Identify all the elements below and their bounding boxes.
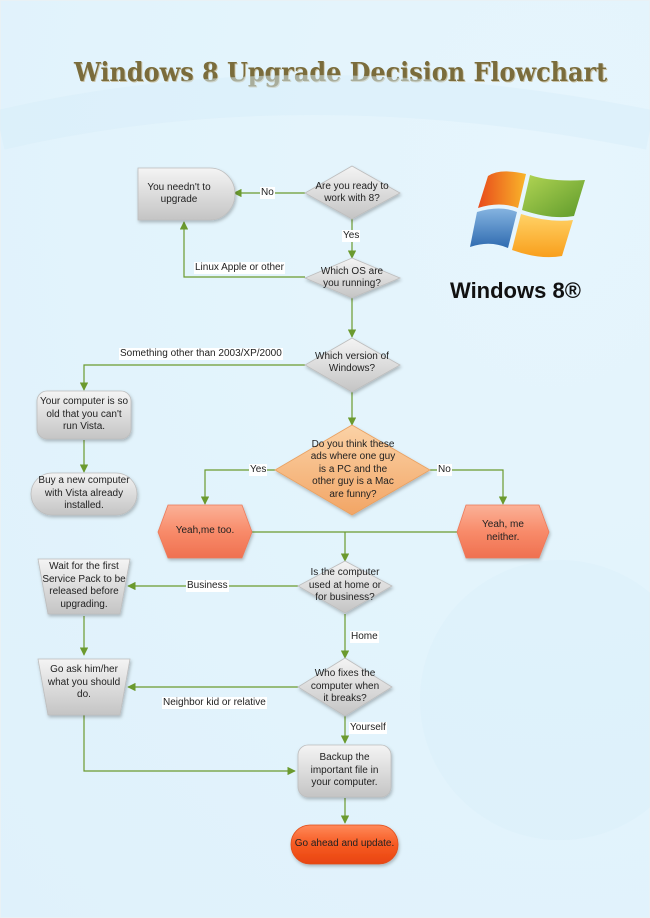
edge-label-business: Business [186, 580, 229, 592]
edge-label-linux: Linux Apple or other [194, 262, 285, 274]
node-no-need [137, 167, 236, 221]
node-too-old-text: Your computer is so old that you can't r… [40, 396, 129, 433]
node-wait-sp-text: Wait for the first Service Pack to be re… [42, 561, 126, 610]
edge-label-yes: Yes [342, 230, 361, 242]
node-which-version [304, 337, 401, 393]
node-backup [297, 744, 392, 798]
node-ads-funny-text: Do you think these ads where one guy is … [310, 438, 396, 500]
node-buy-new-text: Buy a new computer with Vista already in… [38, 475, 130, 512]
node-too-old [36, 390, 132, 440]
node-yeah-neither-text: Yeah, me neither. [482, 519, 524, 543]
node-buy-new [30, 472, 138, 516]
node-who-fixes [297, 657, 393, 717]
node-yeah-too-text: Yeah,me too. [175, 525, 235, 537]
background-swoosh [0, 75, 650, 150]
node-go-ahead-text: Go ahead and update. [294, 838, 395, 850]
node-home-business [297, 560, 393, 614]
node-which-os-text: Which OS are you running? [320, 265, 384, 290]
edge-label-ads-no: No [437, 464, 452, 476]
node-home-business-text: Is the computer used at home or for busi… [308, 567, 382, 604]
node-which-version-text: Which version of Windows? [315, 350, 389, 375]
node-ready-text: Are you ready to work with 8? [315, 180, 389, 205]
edge-label-neighbor: Neighbor kid or relative [162, 697, 267, 709]
node-go-ask [37, 658, 131, 716]
edge-os-other [179, 221, 305, 278]
edge-ads-no [430, 469, 508, 505]
node-ready [304, 165, 401, 220]
node-no-need-text: You needn't to upgrade [147, 181, 211, 206]
node-go-ahead [290, 824, 399, 865]
node-yeah-neither [456, 504, 550, 559]
windows-logo-icon [470, 171, 585, 258]
node-backup-text: Backup the important file in your comput… [310, 752, 379, 789]
edge-label-home: Home [350, 631, 379, 643]
node-yeah-too [157, 504, 253, 559]
node-ads-funny [274, 424, 431, 516]
windows-8-brand-label: Windows 8® [450, 278, 581, 303]
edge-label-ads-yes: Yes [249, 464, 268, 476]
edge-label-no: No [260, 187, 275, 199]
node-go-ask-text: Go ask him/her what you should do. [47, 664, 121, 701]
node-which-os [303, 257, 402, 299]
node-who-fixes-text: Who fixes the computer when it breaks? [310, 668, 380, 705]
edge-label-yourself: Yourself [349, 722, 387, 734]
edge-version-old [79, 364, 305, 391]
edge-label-something-other: Something other than 2003/XP/2000 [119, 348, 283, 360]
node-wait-sp [37, 558, 131, 615]
background-glow [420, 560, 650, 840]
edge-ask-backup [83, 715, 296, 776]
